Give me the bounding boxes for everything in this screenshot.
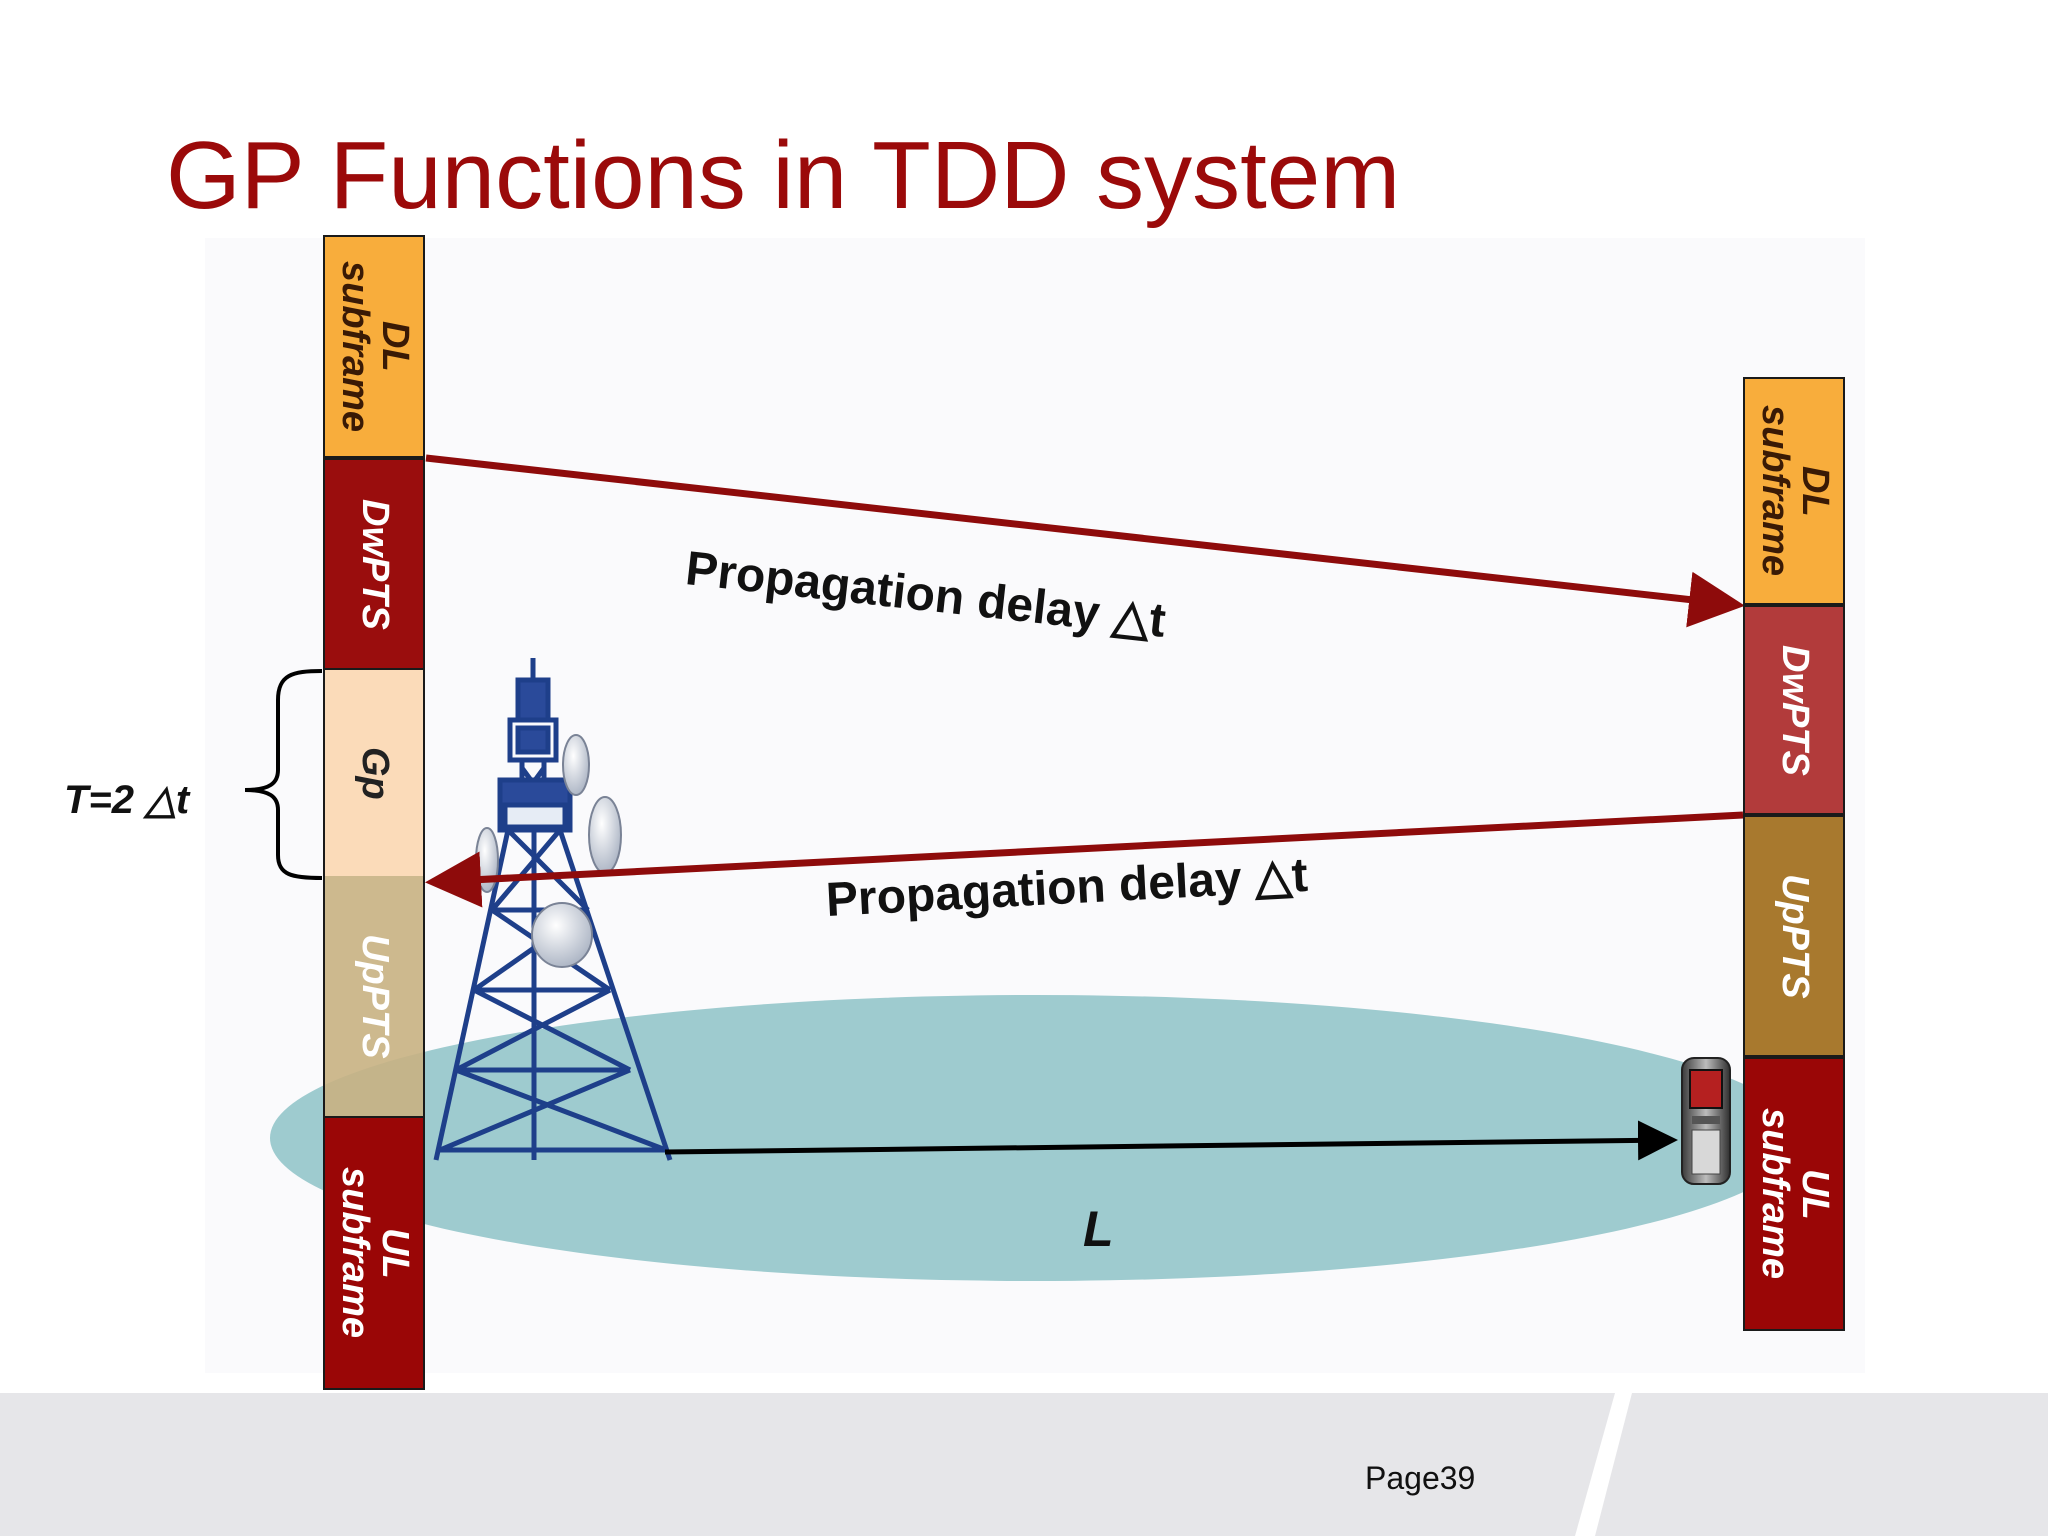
- guard-period-brace: [244, 669, 323, 880]
- left-dwpts-label: DwPTS: [353, 498, 396, 630]
- right-dwpts: DwPTS: [1743, 605, 1845, 815]
- distance-arrow: [664, 1120, 1678, 1161]
- distance-label: L: [1083, 1201, 1114, 1257]
- right-uppts: UpPTS: [1743, 815, 1845, 1057]
- coverage-area: [270, 995, 1800, 1281]
- uplink-arrow: [425, 811, 1744, 908]
- right-ul-subframe: UL subframe: [1743, 1057, 1845, 1331]
- footer-bar: [0, 1393, 2048, 1536]
- left-uppts-label: UpPTS: [353, 933, 396, 1059]
- page-number: Page39: [1365, 1460, 1476, 1496]
- left-ul-subframe-label: UL subframe: [334, 1167, 416, 1339]
- footer-swoosh: [1575, 1393, 1632, 1536]
- left-ul-subframe: UL subframe: [323, 1116, 425, 1390]
- left-gp-label: Gp: [353, 746, 396, 800]
- right-ul-subframe-label: UL subframe: [1754, 1108, 1836, 1280]
- guard-time-label: T=2 △t: [64, 778, 190, 822]
- right-dl-subframe-label: DL subframe: [1754, 405, 1836, 577]
- left-dwpts: DwPTS: [323, 458, 425, 670]
- right-dwpts-label: DwPTS: [1773, 644, 1816, 776]
- left-gp: Gp: [323, 670, 425, 876]
- left-dl-subframe: DL subframe: [323, 235, 425, 458]
- mobile-phone-icon: [1681, 1057, 1731, 1185]
- page-title: GP Functions in TDD system: [166, 122, 1401, 229]
- antenna-dish-icon: [475, 734, 622, 968]
- right-uppts-label: UpPTS: [1773, 873, 1816, 999]
- downlink-arrow: [425, 454, 1745, 628]
- left-dl-subframe-label: DL subframe: [334, 260, 416, 433]
- right-dl-subframe: DL subframe: [1743, 377, 1845, 605]
- left-uppts: UpPTS: [323, 876, 425, 1116]
